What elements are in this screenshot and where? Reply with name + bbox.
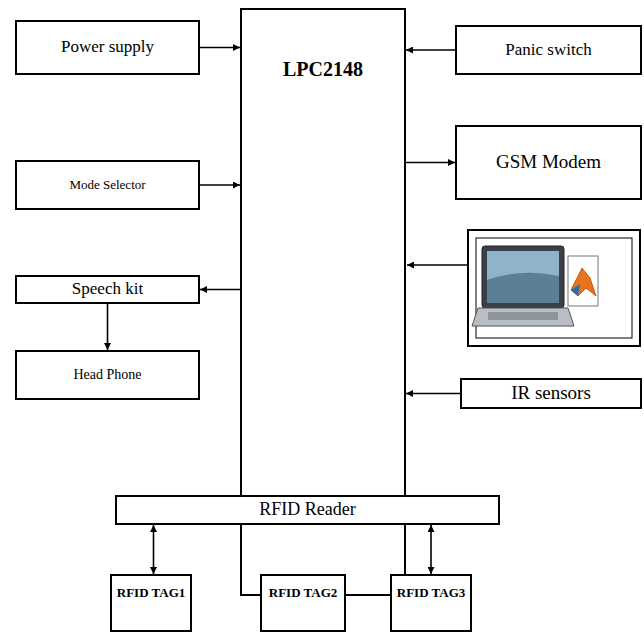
arrow-connector — [153, 525, 155, 574]
box-label: RFID TAG3 — [393, 584, 470, 602]
arrow-connector — [200, 184, 240, 186]
rfid-reader-box: RFID Reader — [115, 495, 500, 525]
box-label: IR sensors — [507, 381, 595, 406]
mode-selector-box: Mode Selector — [15, 160, 200, 210]
laptop-frame — [468, 230, 640, 346]
ir-sensor-box: IR sensors — [460, 378, 642, 409]
headphone-box: Head Phone — [15, 350, 200, 400]
box-label: RFID Reader — [255, 498, 359, 522]
box-label: RFID TAG1 — [113, 584, 190, 602]
box-label: Mode Selector — [65, 176, 149, 194]
speech-kit-box: Speech kit — [15, 275, 200, 304]
gsm-modem-box: GSM Modem — [455, 125, 642, 200]
rfid-tag-box: RFID TAG2 — [260, 574, 346, 632]
box-label: LPC2148 — [279, 56, 367, 82]
box-label: Panic switch — [501, 39, 595, 62]
matlab-logo — [568, 256, 598, 306]
arrow-connector — [430, 525, 432, 574]
box-label: Power supply — [57, 36, 158, 59]
box-label: Speech kit — [68, 278, 147, 301]
rfid-tag-box: RFID TAG3 — [390, 574, 472, 632]
arrow-connector — [107, 304, 109, 350]
box-label: Head Phone — [69, 365, 145, 384]
arrow-connector — [200, 289, 240, 291]
rfid-tag-box: RFID TAG1 — [110, 574, 192, 632]
box-label: GSM Modem — [492, 150, 605, 175]
arrow-connector — [406, 162, 455, 164]
laptop-arrow — [407, 264, 468, 266]
arrow-connector — [200, 47, 240, 49]
panic-switch-box: Panic switch — [455, 25, 642, 75]
box-label: RFID TAG2 — [265, 584, 342, 602]
power-supply-box: Power supply — [15, 20, 200, 75]
arrow-connector — [406, 393, 460, 395]
arrow-connector — [406, 49, 455, 51]
laptop-icon — [472, 246, 574, 326]
